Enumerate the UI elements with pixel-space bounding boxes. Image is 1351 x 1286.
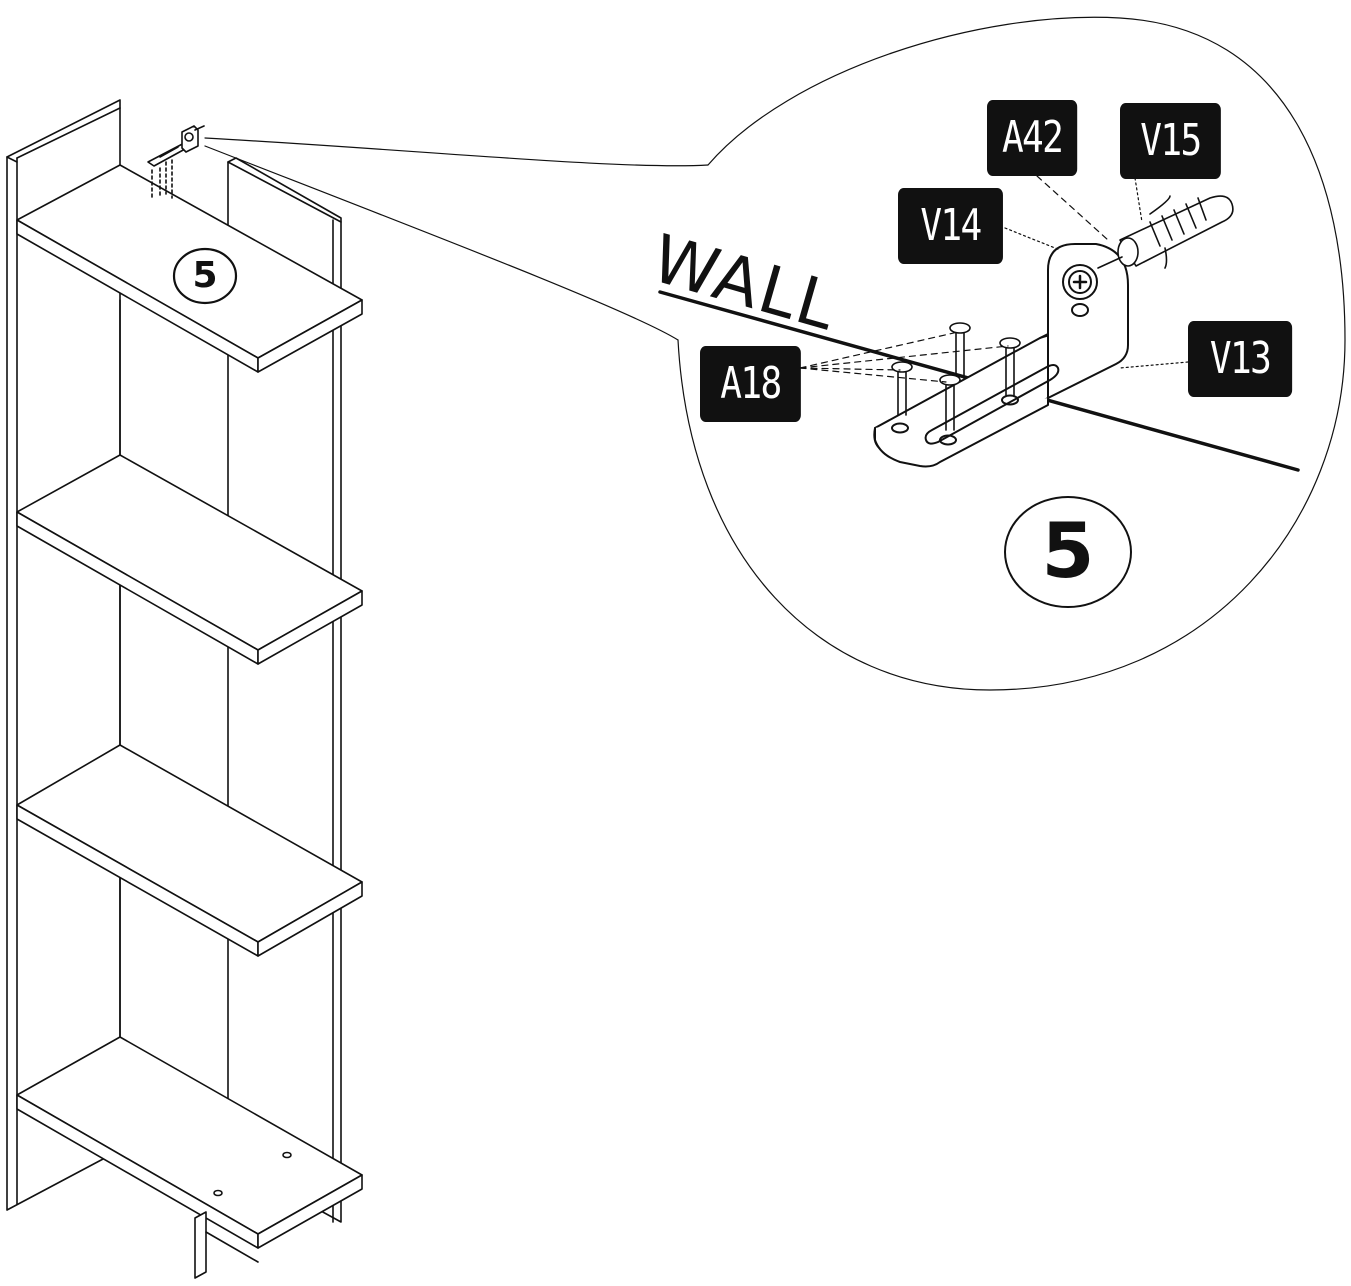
shelf-bottom	[16, 1036, 363, 1249]
step-circle-large	[1004, 496, 1132, 608]
callout-bubble	[204, 16, 1346, 691]
part-label-v13: V13	[1188, 321, 1293, 397]
step-circle-small	[172, 247, 238, 305]
shelf-2	[16, 454, 363, 665]
bottom-shelf-hole	[213, 1189, 223, 1197]
right-side-panel	[227, 157, 342, 1223]
front-plinth	[194, 1211, 259, 1279]
wall-bracket-large	[873, 243, 1129, 468]
shelf-unit	[6, 99, 363, 1279]
top-bracket-small	[147, 125, 205, 201]
step-number-large: 5	[1041, 506, 1095, 595]
leader-lines	[799, 175, 1189, 383]
screws-a18	[891, 322, 1021, 431]
part-label-a18: A18	[700, 346, 801, 422]
part-label-v15: V15	[1120, 103, 1221, 179]
shelf-3	[16, 744, 363, 957]
wall-anchor	[1097, 195, 1234, 269]
step-number-small: 5	[192, 255, 218, 296]
part-label-a42: A42	[987, 100, 1078, 176]
bottom-shelf-hole	[282, 1151, 292, 1159]
part-label-v14: V14	[898, 188, 1003, 264]
